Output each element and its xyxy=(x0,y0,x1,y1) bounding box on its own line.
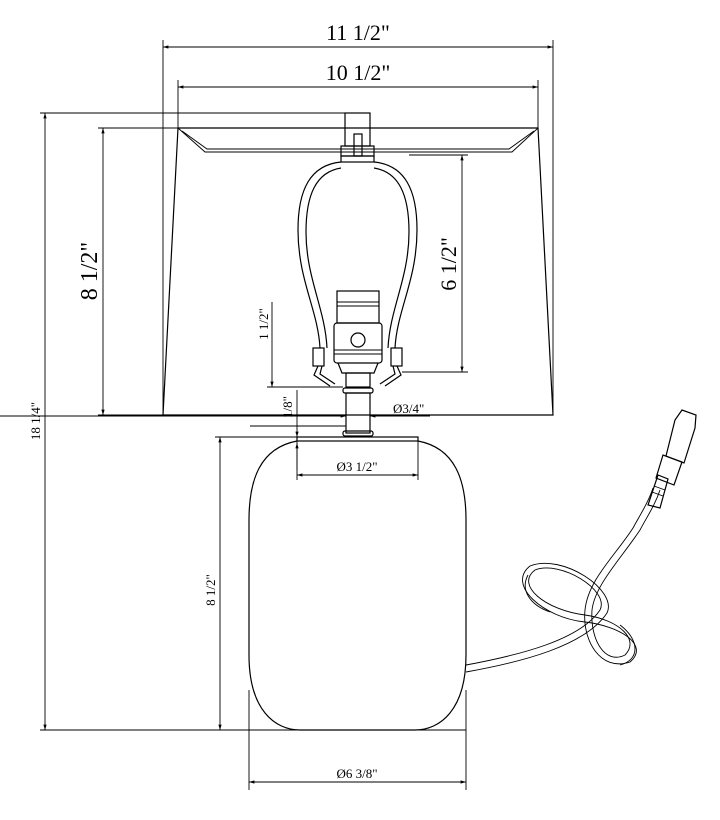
harp-top-saddle xyxy=(340,112,375,163)
label-overall-height: 18 1/4" xyxy=(28,402,43,440)
label-neck-diameter: Ø3/4" xyxy=(393,401,424,416)
power-cord xyxy=(465,409,697,673)
label-shade-height: 8 1/2" xyxy=(77,242,103,300)
label-harp-height: 6 1/2" xyxy=(436,237,461,291)
label-base-diameter: Ø6 3/8" xyxy=(336,766,377,781)
label-base-top-diameter: Ø3 1/2" xyxy=(336,459,377,474)
label-neck-height: 1/8" xyxy=(280,396,295,418)
socket xyxy=(333,290,383,394)
label-socket-height: 1 1/2" xyxy=(256,308,271,340)
label-shade-top-width: 10 1/2" xyxy=(326,60,391,85)
dimension-lines xyxy=(0,40,554,790)
neck xyxy=(342,392,374,437)
label-overall-shade-width: 11 1/2" xyxy=(326,20,390,45)
lamp-base xyxy=(248,436,467,731)
harp xyxy=(297,161,418,387)
label-base-height: 8 1/2" xyxy=(203,574,218,606)
lamp-shade xyxy=(162,127,554,416)
